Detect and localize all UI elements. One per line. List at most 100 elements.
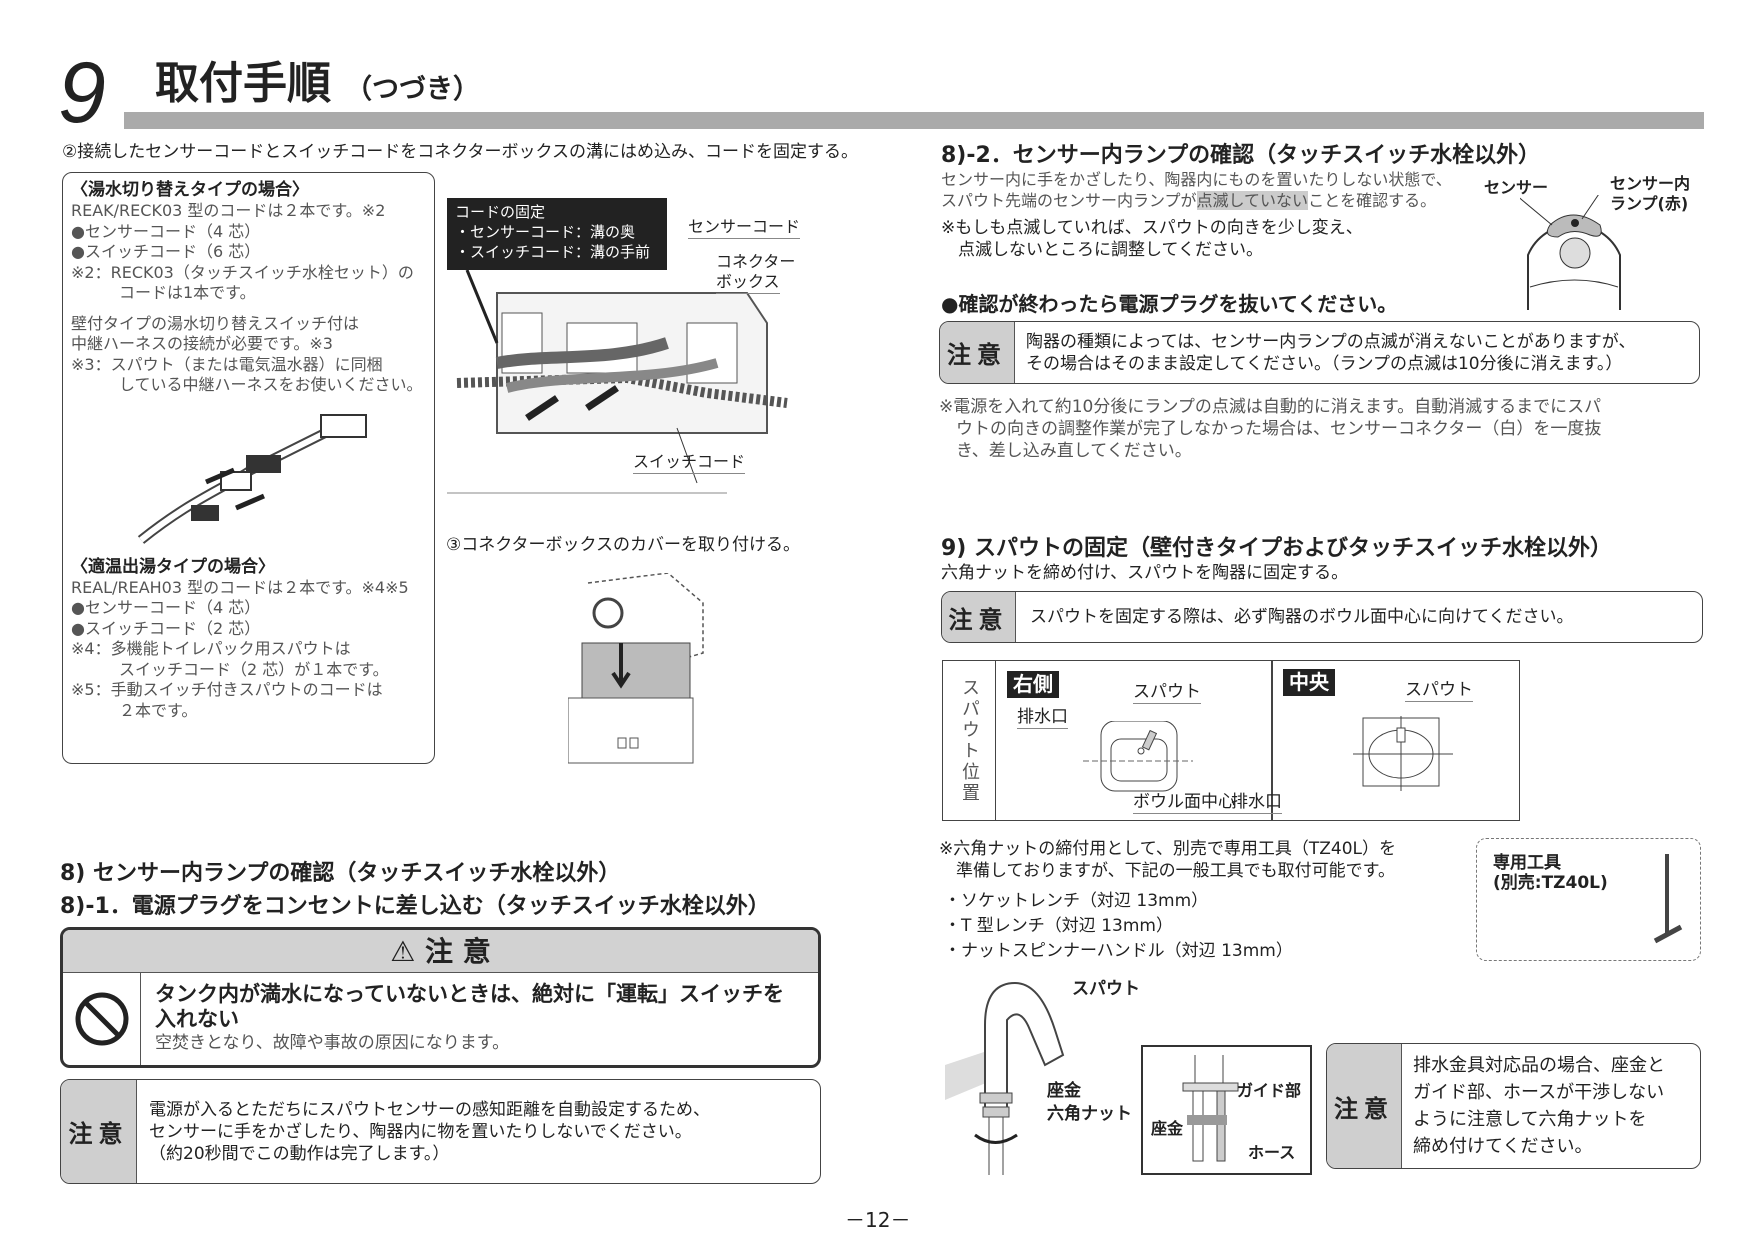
step-3-text: ③コネクターボックスのカバーを取り付ける。 bbox=[446, 535, 801, 555]
note-line: ※もしも点滅していれば、スパウトの向きを少し変え、 bbox=[941, 218, 1363, 238]
note-line: ※電源を入れて約10分後にランプの点滅は自動的に消えます。自動消滅するまでにスパ bbox=[939, 397, 1602, 417]
box-line: ●スイッチコード（6 芯） bbox=[71, 242, 261, 261]
caution-line: センサーに手をかざしたり、陶器内に物を置いたりしないでください。 bbox=[149, 1121, 692, 1142]
callout-title: コードの固定 bbox=[455, 203, 546, 221]
warning-triangle-icon: ⚠ bbox=[390, 935, 416, 968]
label-washer: 座金 bbox=[1047, 1081, 1081, 1101]
caution-line: 排水金具対応品の場合、座金と bbox=[1413, 1055, 1665, 1076]
label-right-side: 右側 bbox=[1007, 671, 1059, 698]
box-line: ※4：多機能トイレパック用スパウトは bbox=[71, 639, 351, 658]
warning-header: ⚠ 注 意 bbox=[63, 930, 818, 973]
connector-box-illustration bbox=[447, 269, 788, 494]
tool-item: ・ナットスピンナーハンドル（対辺 13mm） bbox=[944, 941, 1293, 961]
table-side-label: スパウト位置 bbox=[943, 661, 996, 820]
label-spout: スパウト bbox=[1072, 979, 1140, 999]
label-switch-cord: スイッチコード bbox=[633, 452, 746, 474]
caution-box-auto-setting: 注意 電源が入るとただちにスパウトセンサーの感知距離を自動設定するため、 センサ… bbox=[60, 1079, 821, 1184]
tool-item: ・T 型レンチ（対辺 13mm） bbox=[944, 916, 1173, 936]
cord-fixing-callout: コードの固定 ・センサーコード：溝の奥 ・スイッチコード：溝の手前 bbox=[447, 198, 667, 270]
body-line: センサー内に手をかざしたり、陶器内にものを置いたりしない状態で、 bbox=[941, 170, 1452, 189]
note-line: 点滅しないところに調整してください。 bbox=[941, 240, 1263, 260]
tool-note-line: ※六角ナットの締付用として、別売で専用工具（TZ40L）を bbox=[939, 839, 1397, 859]
warning-box: ⚠ 注 意 タンク内が満水になっていないときは、絶対に「運転」スイッチを 入れな… bbox=[60, 927, 821, 1068]
caution-box-spout-direction: 注意 スパウトを固定する際は、必ず陶器のボウル面中心に向けてください。 bbox=[941, 591, 1703, 643]
label-center: 中央 bbox=[1283, 669, 1335, 696]
unplug-instruction: ●確認が終わったら電源プラグを抜いてください。 bbox=[941, 292, 1398, 316]
center-bowl-diagram bbox=[1353, 716, 1453, 791]
tool-note-line: 準備しておりますが、下記の一般工具でも取付可能です。 bbox=[939, 861, 1395, 881]
label-hose: ホース bbox=[1248, 1143, 1296, 1162]
warning-main-2: 入れない bbox=[155, 1007, 239, 1031]
prohibited-icon bbox=[63, 973, 141, 1065]
caution-line: 締め付けてください。 bbox=[1413, 1136, 1593, 1157]
box-heading-1: 〈湯水切り替えタイプの場合〉 bbox=[71, 180, 309, 200]
section-8-1-heading: 8)-1．電源プラグをコンセントに差し込む（タッチスイッチ水栓以外） bbox=[60, 894, 770, 919]
label-washer: 座金 bbox=[1151, 1119, 1184, 1138]
tool-box-title: 専用工具 bbox=[1493, 853, 1561, 873]
box-line: ※5：手動スイッチ付きスパウトのコードは bbox=[71, 680, 383, 699]
caution-label: 注意 bbox=[940, 322, 1015, 383]
harness-illustration bbox=[137, 413, 367, 544]
section-9-heading: 9) スパウトの固定（壁付きタイプおよびタッチスイッチ水栓以外） bbox=[941, 536, 1613, 561]
spout-position-table: スパウト位置 右側 スパウト 排水口 ボウル面中心 中央 スパウト 排水口 bbox=[942, 660, 1520, 821]
label-connector-box-1: コネクター bbox=[716, 252, 796, 271]
box-line: ※2：RECK03（タッチスイッチ水栓セット）の bbox=[71, 262, 414, 282]
cord-info-box: 〈湯水切り替えタイプの場合〉 REAK/RECK03 型のコードは２本です。※2… bbox=[62, 172, 435, 764]
label-guide: ガイド部 bbox=[1237, 1081, 1302, 1100]
detail-inset: ガイド部 座金 ホース bbox=[1141, 1045, 1312, 1175]
caution-label: 注意 bbox=[1327, 1044, 1402, 1168]
caution-box-drain-fitting: 注意 排水金具対応品の場合、座金と ガイド部、ホースが干渉しない ように注意して… bbox=[1326, 1043, 1701, 1169]
warning-sub: 空焚きとなり、故障や事故の原因になります。 bbox=[155, 1033, 510, 1053]
label-sensor: センサー bbox=[1484, 178, 1549, 197]
body-line: スパウト先端のセンサー内ランプが点滅していないことを確認する。 bbox=[941, 191, 1436, 212]
caution-label: 注意 bbox=[942, 592, 1016, 642]
warning-main-1: タンク内が満水になっていないときは、絶対に「運転」スイッチを bbox=[155, 982, 784, 1006]
special-tool-box: 専用工具(別売:TZ40L) bbox=[1476, 838, 1701, 961]
tool-box-model: (別売:TZ40L) bbox=[1493, 873, 1608, 893]
label-lamp: センサー内ランプ(赤) bbox=[1610, 174, 1690, 214]
box-line: ●センサーコード（4 芯） bbox=[71, 221, 261, 241]
box-line: ２本です。 bbox=[71, 700, 198, 720]
box-line: REAL/REAH03 型のコードは２本です。※4※5 bbox=[71, 577, 409, 597]
title-text: 取付手順 bbox=[155, 58, 331, 109]
right-bowl-diagram bbox=[1083, 721, 1193, 792]
box-line: 壁付タイプの湯水切り替えスイッチ付は bbox=[71, 313, 360, 333]
step-2-text: ②接続したセンサーコードとスイッチコードをコネクターボックスの溝にはめ込み、コー… bbox=[62, 142, 859, 162]
label-spout: スパウト bbox=[1405, 680, 1473, 702]
callout-line: ・センサーコード：溝の奥 bbox=[455, 223, 636, 241]
label-lamp-2: ランプ(赤) bbox=[1610, 194, 1689, 213]
box-heading-2: 〈適温出湯タイプの場合〉 bbox=[71, 556, 275, 577]
label-bowl-center: ボウル面中心 bbox=[1133, 792, 1235, 814]
caution-line: 電源が入るとただちにスパウトセンサーの感知距離を自動設定するため、 bbox=[149, 1099, 710, 1120]
label-sensor-cord: センサーコード bbox=[688, 217, 801, 239]
caution-line: 陶器の種類によっては、センサー内ランプの点滅が消えないことがありますが、 bbox=[1026, 331, 1636, 352]
box-line: REAK/RECK03 型のコードは２本です。※2 bbox=[71, 201, 386, 220]
t-wrench-icon bbox=[1653, 854, 1683, 944]
box-line: スイッチコード（2 芯）が１本です。 bbox=[71, 659, 389, 679]
caution-line: その場合はそのまま設定してください。（ランプの点滅は10分後に消えます。） bbox=[1026, 353, 1623, 374]
box-line: コードは1本です。 bbox=[71, 283, 256, 302]
note-line: き、差し込み直してください。 bbox=[939, 441, 1192, 461]
caution-line: ように注意して六角ナットを bbox=[1413, 1109, 1647, 1130]
title-bar bbox=[124, 112, 1704, 129]
section-8-heading: 8) センサー内ランプの確認（タッチスイッチ水栓以外） bbox=[60, 861, 621, 886]
title-subtitle: （つづき） bbox=[345, 74, 480, 105]
body-text: ことを確認する。 bbox=[1308, 191, 1437, 210]
tool-box-label: 専用工具(別売:TZ40L) bbox=[1493, 853, 1608, 893]
section-8-2-heading: 8)-2．センサー内ランプの確認（タッチスイッチ水栓以外） bbox=[941, 143, 1541, 168]
caution-label: 注意 bbox=[61, 1080, 137, 1183]
cover-illustration bbox=[568, 573, 704, 764]
section-9-text: 六角ナットを締め付け、スパウトを陶器に固定する。 bbox=[941, 563, 1349, 583]
spout-installation-illustration bbox=[945, 981, 1065, 1175]
page-number: －12－ bbox=[845, 1208, 911, 1232]
caution-line: スパウトを固定する際は、必ず陶器のボウル面中心に向けてください。 bbox=[1030, 607, 1574, 627]
page-title: 取付手順（つづき） bbox=[155, 62, 480, 106]
caution-line: ガイド部、ホースが干渉しない bbox=[1413, 1082, 1665, 1103]
highlighted-text: 点滅していない bbox=[1196, 191, 1309, 210]
box-line: ※3：スパウト（または電気温水器）に同梱 bbox=[71, 354, 383, 374]
label-connector-box-2: ボックス bbox=[716, 272, 780, 294]
label-drain: 排水口 bbox=[1017, 707, 1068, 729]
note-line: ウトの向きの調整作業が完了しなかった場合は、センサーコネクター（白）を一度抜 bbox=[939, 419, 1602, 439]
drain-fitting-illustration bbox=[1182, 1055, 1239, 1162]
box-line: 中継ハーネスの接続が必要です。※3 bbox=[71, 334, 333, 353]
